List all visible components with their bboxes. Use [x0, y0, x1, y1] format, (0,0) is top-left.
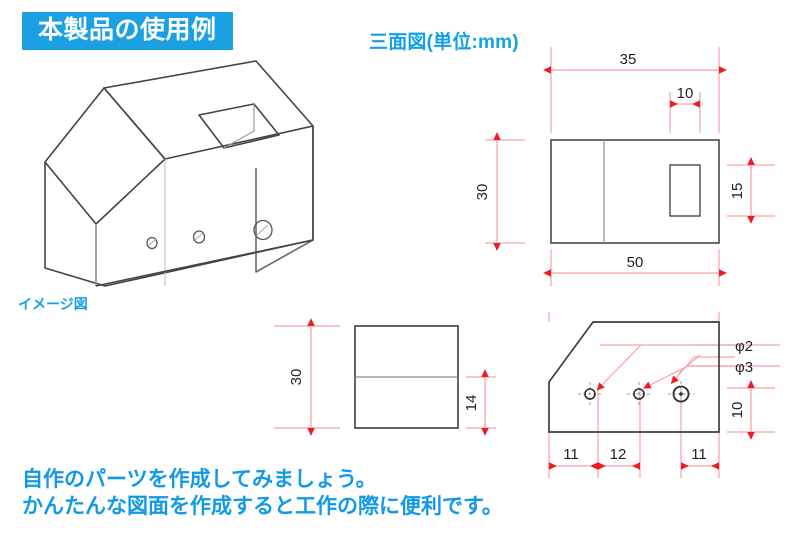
three-view-title: 三面図(単位:mm) — [369, 32, 519, 53]
page-title-banner: 本製品の使用例 — [22, 12, 233, 51]
front-view-dim-10: 10 — [729, 402, 746, 419]
top-view-dim-50: 50 — [627, 254, 644, 271]
iso-bottom-edge — [95, 239, 314, 287]
page-title: 本製品の使用例 — [38, 16, 217, 44]
footer-line-1: 自作のパーツを作成してみましょう。 — [22, 468, 377, 491]
front-view-phi2: φ2 — [735, 338, 753, 355]
front-view-dim-12: 12 — [610, 446, 627, 463]
front-view-dim-11a: 11 — [563, 446, 579, 463]
top-view-extension-lines — [485, 47, 775, 286]
front-view-extension-lines — [548, 312, 780, 478]
side-view-outline — [354, 325, 459, 429]
iso-hole-shade-3 — [256, 224, 269, 236]
side-view-dimension-lines — [307, 318, 489, 436]
hole-1-centre-mark — [578, 382, 602, 406]
top-view-outline — [550, 139, 720, 244]
footer-line-2: かんたんな図面を作成すると工作の際に便利です。 — [22, 494, 503, 518]
front-hole-small-1 — [584, 388, 596, 400]
leader-hole-2 — [642, 365, 689, 389]
iso-hole-small-1 — [146, 236, 158, 250]
front-view-dim-11b: 11 — [691, 446, 707, 463]
footer-text: 自作のパーツを作成してみましょう。 かんたんな図面を作成すると工作の際に便利です… — [22, 467, 503, 521]
iso-hole-small-2 — [192, 230, 206, 244]
hole-2-centre-mark — [627, 382, 651, 406]
iso-front-face — [44, 126, 314, 287]
front-hole-large-centre — [679, 392, 683, 396]
iso-hole-shade-1 — [147, 238, 157, 247]
front-view-holes — [578, 381, 694, 407]
side-view-extension-lines — [274, 325, 496, 429]
front-view-outline — [548, 321, 720, 433]
top-view-dim-35: 35 — [620, 51, 637, 68]
side-view-dim-14: 14 — [463, 395, 480, 412]
front-view-dimension-lines — [549, 380, 755, 470]
iso-front-holes — [146, 219, 273, 250]
iso-hole-large — [253, 219, 273, 241]
side-view-dim-30: 30 — [288, 369, 305, 386]
iso-top-slot — [198, 103, 280, 149]
leader-hole-3 — [670, 356, 695, 384]
front-view-phi3: φ3 — [735, 359, 753, 376]
iso-hole-shade-2 — [194, 232, 204, 241]
top-view-slot — [669, 164, 701, 217]
top-view-dimension-lines — [493, 66, 755, 277]
isometric-caption: イメージ図 — [18, 296, 88, 312]
top-view-dim-30: 30 — [474, 184, 491, 201]
top-view-dim-10: 10 — [677, 85, 694, 102]
front-hole-large — [672, 385, 690, 403]
leader-hole-1 — [596, 344, 642, 391]
front-view-leaders — [596, 344, 735, 391]
front-hole-small-2 — [633, 388, 645, 400]
iso-slot-depth — [223, 104, 255, 149]
top-view-dim-15: 15 — [729, 183, 746, 200]
